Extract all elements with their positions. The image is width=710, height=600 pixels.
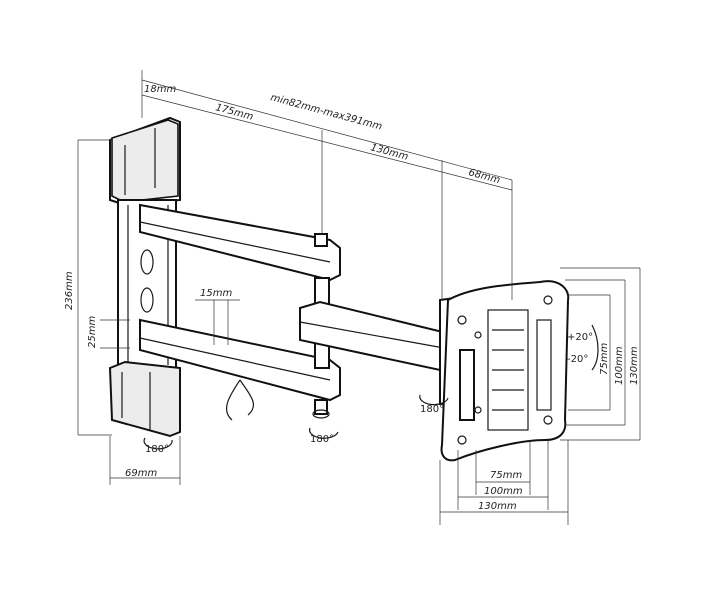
rotation-wall: 180° [145, 444, 169, 455]
dim-68mm: 68mm [467, 167, 501, 186]
tilt-down: -20° [567, 354, 588, 365]
dim-vesa-v-130: 130mm [629, 346, 640, 385]
dim-vesa-v-100: 100mm [614, 346, 625, 385]
rotation-arm: 180° [310, 434, 334, 445]
dimension-lines [77, 70, 641, 525]
tilt-head [439, 280, 570, 462]
dim-vesa-h-130: 130mm [478, 501, 517, 512]
dim-18mm: 18mm [144, 84, 176, 95]
dim-vesa-v-75: 75mm [599, 343, 610, 375]
dim-15mm: 15mm [200, 288, 232, 299]
wall-plate [108, 116, 181, 438]
cable-hook [226, 379, 254, 421]
dim-total-extension: min82mm-max391mm [269, 92, 383, 132]
dim-vesa-h-75: 75mm [490, 470, 522, 481]
dim-69mm: 69mm [125, 468, 157, 479]
dim-25mm: 25mm [87, 316, 98, 348]
dim-175mm: 175mm [214, 102, 254, 123]
rotation-arrows [143, 324, 599, 450]
rotation-head: 180° [420, 404, 444, 415]
lower-arm-1 [139, 203, 341, 282]
tilt-up: +20° [567, 332, 593, 343]
dim-130mm-arm: 130mm [369, 142, 409, 163]
dim-vesa-h-100: 100mm [484, 486, 523, 497]
dim-236mm: 236mm [64, 271, 75, 310]
